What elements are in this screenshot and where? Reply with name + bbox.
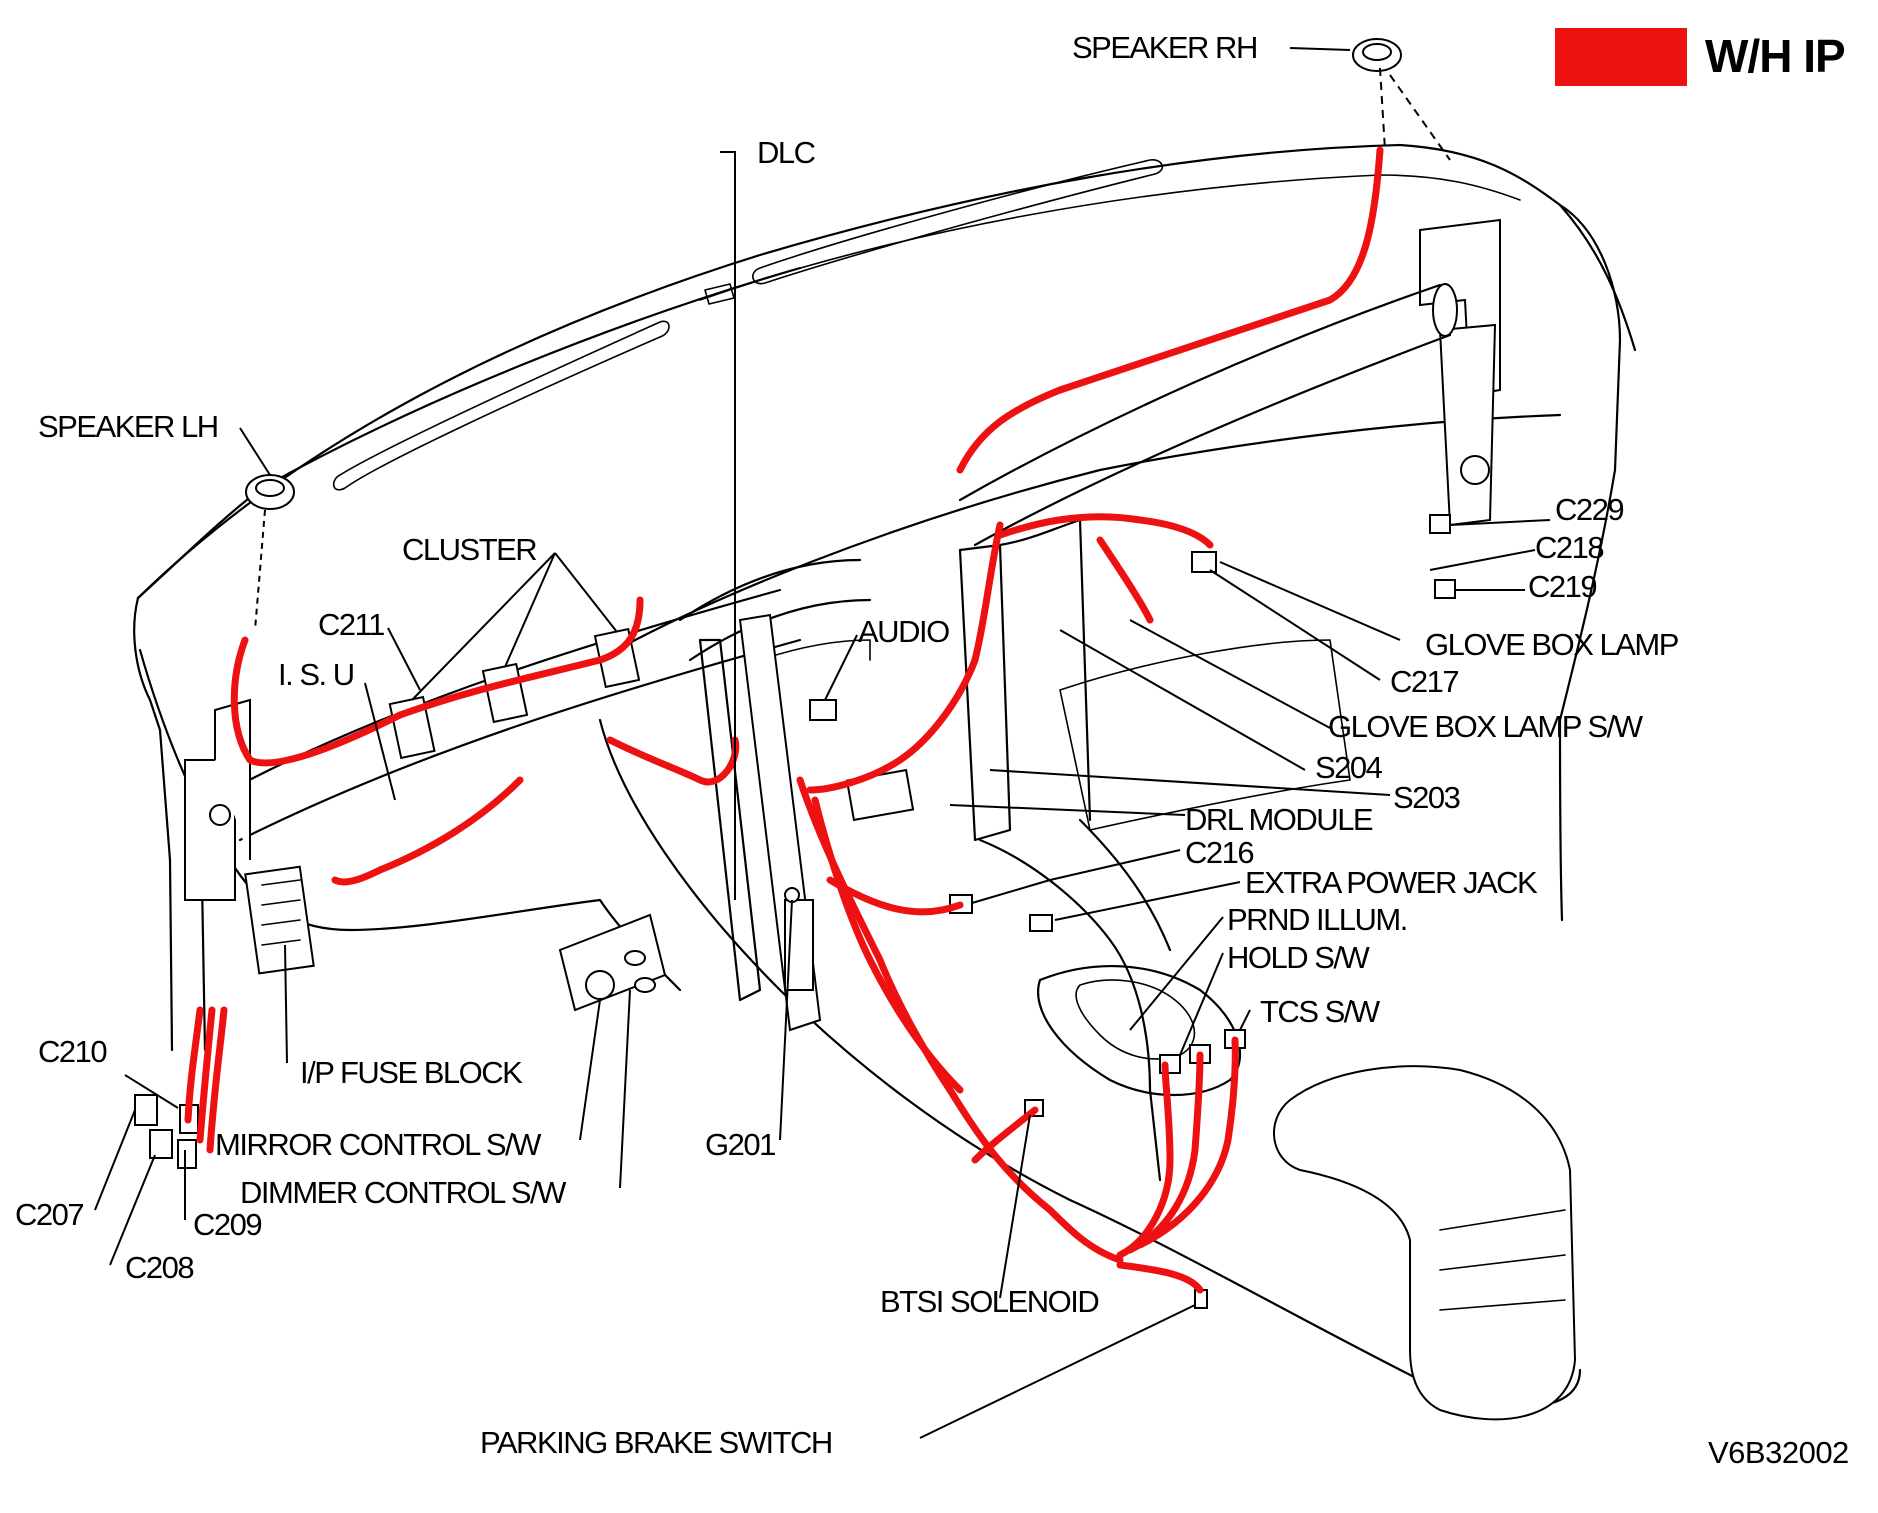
label-c208: C208 <box>125 1250 193 1285</box>
label-c217: C217 <box>1390 664 1458 699</box>
extra-power-connector <box>1029 914 1053 932</box>
legend-swatch <box>1555 28 1687 86</box>
harness-main-down <box>796 776 1124 1264</box>
label-c216: C216 <box>1185 835 1253 870</box>
label-parking-brake-switch: PARKING BRAKE SWITCH <box>480 1425 832 1460</box>
harness-c216 <box>826 876 964 916</box>
c209-connector <box>177 1139 197 1169</box>
harness-speaker-rh-branch <box>956 146 1384 474</box>
label-c210: C210 <box>38 1034 107 1069</box>
switch-block-part <box>558 913 667 1012</box>
harness-console-prnd <box>1126 1051 1204 1254</box>
label-cluster: CLUSTER <box>402 532 536 567</box>
label-audio: AUDIO <box>858 614 949 649</box>
c217-connector <box>1191 551 1217 573</box>
harness-btsi <box>971 1106 1039 1164</box>
ip-fuse-block-part <box>244 865 315 975</box>
label-drl-module: DRL MODULE <box>1185 802 1373 837</box>
labels: SPEAKER RH SPEAKER LH DLC CLUSTER C211 I… <box>15 30 1849 1470</box>
label-speaker-rh: SPEAKER RH <box>1072 30 1257 65</box>
label-g201: G201 <box>705 1127 775 1162</box>
label-isu: I. S. U <box>278 657 354 692</box>
diagram-code: V6B32002 <box>1708 1435 1849 1470</box>
harness-main-down-2 <box>811 796 964 1094</box>
label-c219: C219 <box>1528 569 1596 604</box>
label-c209: C209 <box>193 1207 261 1242</box>
harness-left-connectors-2 <box>196 1006 216 1144</box>
label-mirror-control-sw: MIRROR CONTROL S/W <box>215 1127 542 1162</box>
instrument-panel-drawing <box>133 143 1637 1421</box>
label-btsi-solenoid: BTSI SOLENOID <box>880 1284 1098 1319</box>
legend-label: W/H IP <box>1705 30 1845 82</box>
label-glove-box-lamp-sw: GLOVE BOX LAMP S/W <box>1328 709 1644 744</box>
harness-cluster-trunk <box>396 596 644 719</box>
label-c207: C207 <box>15 1197 83 1232</box>
label-prnd-illum: PRND ILLUM. <box>1227 902 1407 937</box>
label-extra-power-jack: EXTRA POWER JACK <box>1245 865 1538 900</box>
label-s203: S203 <box>1393 780 1460 815</box>
label-tcs-sw: TCS S/W <box>1260 994 1381 1029</box>
harness-center-stack <box>806 521 1004 794</box>
c219-connector <box>1434 579 1456 599</box>
c229-connector <box>1429 514 1451 534</box>
speaker-rh-part <box>1352 38 1402 72</box>
label-s204: S204 <box>1315 750 1383 785</box>
label-glove-box-lamp: GLOVE BOX LAMP <box>1425 627 1679 662</box>
leader-lines <box>94 47 1551 1439</box>
harness-speaker-lh-branch <box>230 636 404 767</box>
label-dimmer-control-sw: DIMMER CONTROL S/W <box>240 1175 567 1210</box>
label-c229: C229 <box>1555 492 1623 527</box>
harness-glovebox <box>996 513 1214 549</box>
label-dlc: DLC <box>757 135 816 170</box>
harness-console-lower <box>1116 1061 1174 1259</box>
g201-ground <box>784 887 800 903</box>
label-ip-fuse-block: I/P FUSE BLOCK <box>300 1055 523 1090</box>
audio-connector <box>809 699 837 721</box>
c208-connector <box>149 1129 173 1159</box>
speaker-lh-part <box>245 474 295 510</box>
harness-left-connectors-3 <box>206 1006 228 1154</box>
label-hold-sw: HOLD S/W <box>1227 940 1371 975</box>
wiring-harness <box>184 146 1384 1294</box>
label-c218: C218 <box>1535 530 1603 565</box>
harness-console-tcs <box>1136 1036 1239 1249</box>
cluster-connector-2 <box>481 662 529 724</box>
harness-glove-lamp <box>1096 536 1154 624</box>
label-c211: C211 <box>318 607 384 642</box>
label-speaker-lh: SPEAKER LH <box>38 409 218 444</box>
harness-left-connectors <box>184 1006 204 1124</box>
c207-connector <box>134 1094 158 1126</box>
harness-parking-brake <box>1116 1261 1204 1294</box>
harness-left-trunk <box>331 776 524 886</box>
harness-dash-center <box>606 736 740 786</box>
